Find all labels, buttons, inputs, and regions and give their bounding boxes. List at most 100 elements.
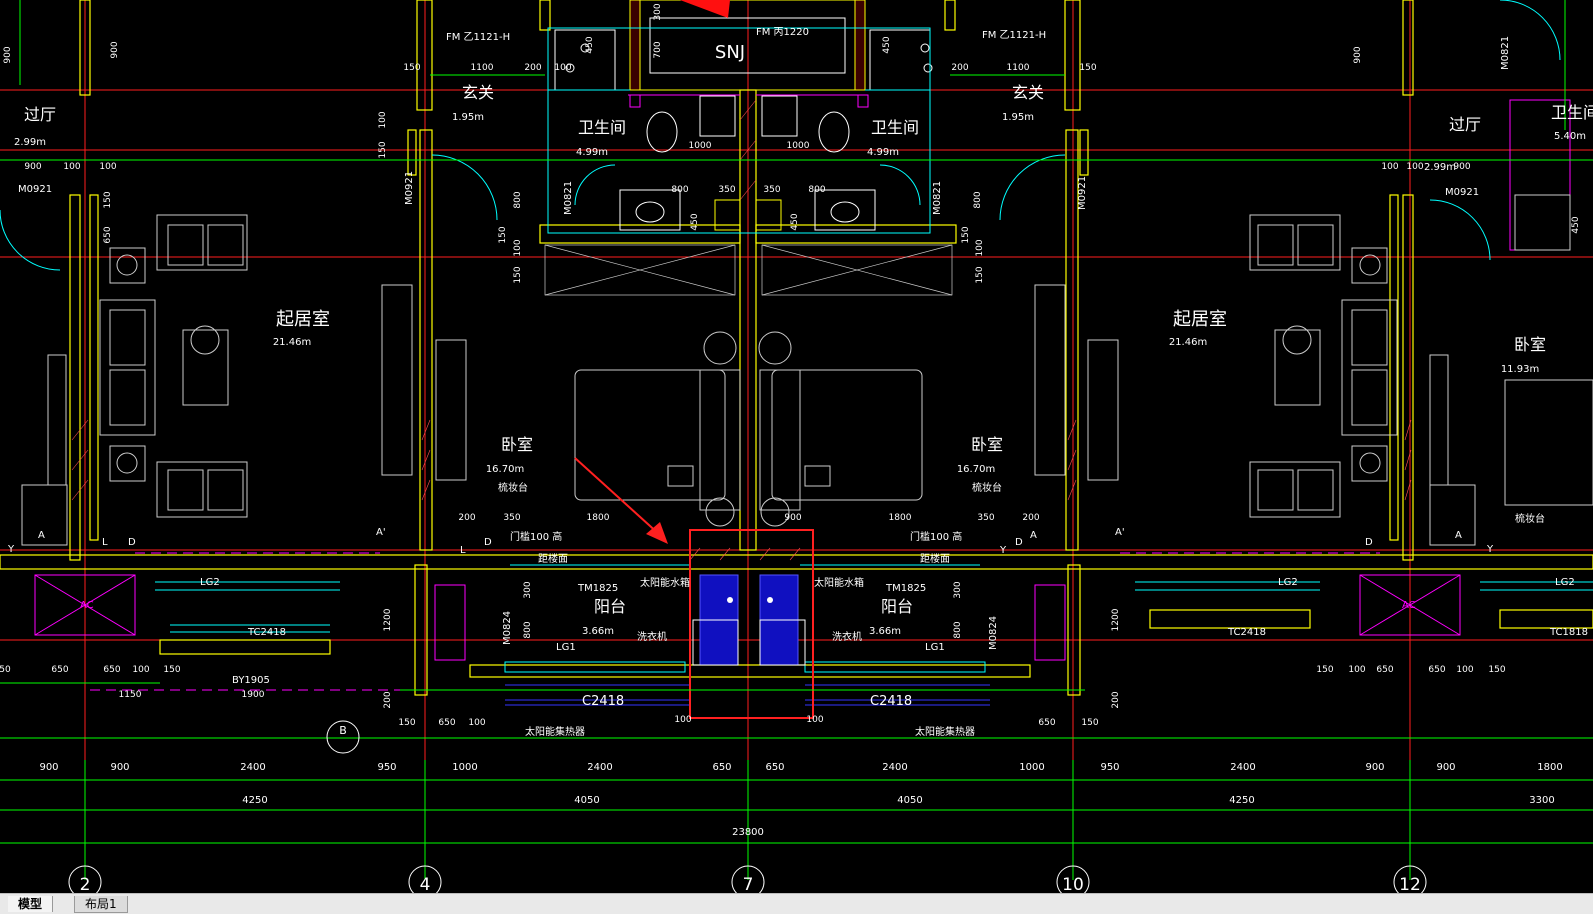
svg-text:L: L (460, 545, 466, 556)
vertical-labels: M0921 M0921 M0821 M0821 M0821 M0824 M082… (404, 36, 1511, 650)
svg-text:1100: 1100 (471, 63, 494, 73)
rail-label: LG2 (1278, 577, 1298, 588)
room-area: 21.46m (273, 337, 311, 348)
dim-text: 3300 (1529, 795, 1554, 806)
svg-text:A': A' (1115, 527, 1125, 538)
svg-text:450: 450 (882, 36, 892, 53)
svg-text:800: 800 (808, 185, 825, 195)
svg-text:100: 100 (674, 715, 691, 725)
tab-model[interactable]: 模型 (8, 896, 54, 912)
svg-text:800: 800 (513, 191, 523, 208)
solar-tanks (692, 574, 806, 666)
fixture-label: 太阳能水箱 (814, 576, 864, 589)
door-label: M0824 (988, 616, 999, 650)
svg-text:150: 150 (498, 226, 508, 243)
cross-boxes (544, 244, 953, 296)
svg-text:100: 100 (1456, 665, 1473, 675)
svg-text:900: 900 (110, 41, 120, 58)
dim-text: 650 (712, 762, 731, 773)
room-area: 16.70m (957, 464, 995, 475)
fixture-label: 梳妆台 (972, 481, 1002, 494)
svg-text:1200: 1200 (383, 608, 393, 631)
door-label: M0821 (932, 181, 943, 215)
door-label: M0921 (18, 184, 52, 195)
door-label: FM 丙1220 (756, 27, 809, 38)
svg-text:200: 200 (383, 691, 393, 708)
svg-text:100: 100 (1406, 162, 1423, 172)
svg-text:900: 900 (1353, 46, 1363, 63)
svg-text:900: 900 (24, 162, 41, 172)
svg-text:900: 900 (1453, 162, 1470, 172)
svg-text:350: 350 (503, 513, 520, 523)
living-furniture-left (21, 214, 467, 546)
svg-text:650: 650 (438, 718, 455, 728)
door-label: M0921 (404, 171, 415, 205)
rail-label: LG2 (200, 577, 220, 588)
svg-text:100: 100 (378, 111, 388, 128)
room-name: 阳台 (881, 597, 913, 616)
svg-text:100: 100 (132, 665, 149, 675)
axis-label: 2 (80, 875, 91, 893)
svg-text:150: 150 (513, 266, 523, 283)
window-label: TC2418 (1227, 627, 1266, 638)
dim-text: 2400 (882, 762, 907, 773)
windows (155, 564, 1593, 673)
room-area: 1.95m (452, 112, 484, 123)
svg-text:D: D (1015, 537, 1023, 548)
tab-layout1[interactable]: 布局1 (74, 896, 128, 913)
room-names: 过厅 过厅 玄关 玄关 卫生间 卫生间 卫生间 起居室 起居室 卧室 卧室 卧室… (24, 83, 1593, 616)
svg-text:450: 450 (690, 213, 700, 230)
svg-text:Y: Y (999, 545, 1007, 556)
svg-text:650: 650 (103, 226, 113, 243)
svg-text:800: 800 (973, 191, 983, 208)
door-label: M0824 (502, 611, 513, 645)
room-area: 5.40m (1554, 131, 1586, 142)
ac-label: AC (80, 600, 94, 611)
note-label: 门槛100 高 (510, 530, 562, 543)
living-furniture-right (1034, 99, 1593, 546)
door-label: TM1825 (885, 583, 926, 594)
dim-text: 23800 (732, 827, 764, 838)
svg-text:100: 100 (468, 718, 485, 728)
svg-text:350: 350 (718, 185, 735, 195)
door-arcs (0, 0, 1561, 271)
dimension-lines (0, 0, 1593, 880)
room-area: 4.99m (867, 147, 899, 158)
svg-text:D: D (128, 537, 136, 548)
axis-label: B (339, 724, 347, 737)
svg-text:200: 200 (951, 63, 968, 73)
svg-text:150: 150 (961, 226, 971, 243)
dim-text: 4050 (897, 795, 922, 806)
svg-text:150: 150 (398, 718, 415, 728)
door-label: FM 乙1121-H (982, 29, 1046, 41)
room-area: 2.99m (1424, 162, 1456, 173)
svg-text:A: A (38, 530, 45, 541)
svg-text:150: 150 (103, 191, 113, 208)
room-area: 16.70m (486, 464, 524, 475)
fixture-label: 梳妆台 (498, 481, 528, 494)
fixture-label: 太阳能水箱 (640, 576, 690, 589)
svg-text:300: 300 (953, 581, 963, 598)
window-label: C2418 (870, 694, 912, 709)
small-dims-vertical: 300 300 1200 1200 800 800 200 200 900 90… (3, 3, 1581, 708)
window-label: TC1818 (1549, 627, 1588, 638)
svg-text:650: 650 (103, 665, 120, 675)
svg-text:150: 150 (1316, 665, 1333, 675)
note-label: 距楼面 (920, 552, 950, 565)
svg-text:200: 200 (1111, 691, 1121, 708)
grid-markers: A L D Y A' L D A D Y A' D A Y (7, 527, 1494, 556)
window-label: BY1905 (232, 675, 270, 686)
room-area: 1.95m (1002, 112, 1034, 123)
svg-text:150: 150 (378, 141, 388, 158)
svg-text:100: 100 (99, 162, 116, 172)
fixture-label: 洗衣机 (637, 630, 667, 643)
axis-label: 10 (1062, 875, 1084, 893)
svg-text:50: 50 (0, 665, 11, 675)
fixture-label: 太阳能集热器 (915, 725, 975, 738)
svg-text:450: 450 (1571, 216, 1581, 233)
axis-label: 4 (420, 875, 431, 893)
fixture-label: 梳妆台 (1515, 512, 1545, 525)
room-area: 11.93m (1501, 364, 1539, 375)
svg-text:150: 150 (975, 266, 985, 283)
